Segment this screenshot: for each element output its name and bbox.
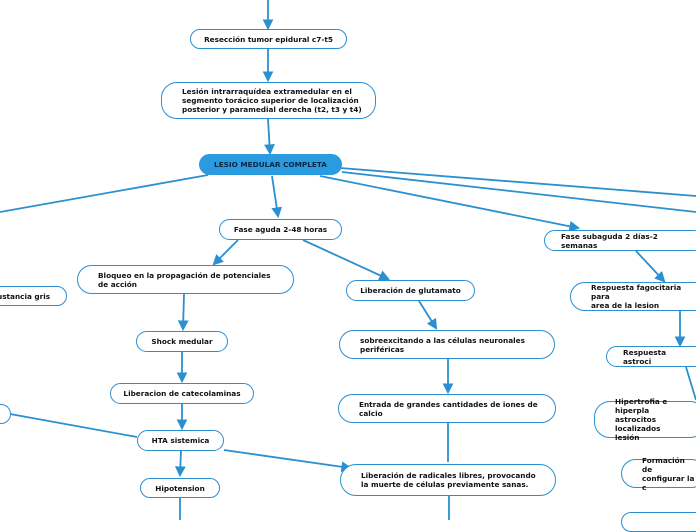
edge-astrocitaria-to-hipertrofia [685,366,696,401]
connector-lines [0,0,696,520]
edge-aguda-to-glutamato [302,239,390,281]
node-formacion[interactable]: Formación de configurar la c [621,456,696,492]
node-liberacion-catecolaminas[interactable]: Liberacion de catecolaminas [110,383,254,404]
edge-hta-to-hipotension [174,450,186,478]
edge-glutamato-to-sobreexcitando [418,300,438,330]
edge-root-to-right-2 [341,171,696,213]
edge-root-to-left [0,174,209,213]
node-sobreexcitando[interactable]: sobreexcitando a las células neuronales … [339,330,555,359]
node-bottom-right-partial[interactable] [621,512,696,532]
node-respuesta-fagocitaria[interactable]: Respuesta fagocitaria para area de la le… [570,282,696,311]
node-fase-aguda[interactable]: Fase aguda 2-48 horas [219,219,342,240]
node-hipertrofia[interactable]: Hipertrofia e hiperpla astrocitos locali… [594,397,696,442]
node-fase-subaguda[interactable]: Fase subaguda 2 días-2 semanas [544,230,696,251]
node-shock-medular[interactable]: Shock medular [136,331,228,352]
node-hipotension[interactable]: Hipotension [140,478,220,498]
node-hta-sistemica[interactable]: HTA sistemica [137,430,224,451]
node-bloqueo-propagacion[interactable]: Bloqueo en la propagación de potenciales… [77,265,294,294]
node-lesion-intrarraquidea[interactable]: Lesión intrarraquídea extramedular en el… [161,82,376,119]
node-respuesta-astrocitaria[interactable]: Respuesta astroci [606,346,696,367]
edge-bloqueo-to-shock [177,293,189,332]
edge-aguda-to-bloqueo [212,239,239,266]
edge-subaguda-to-fagocitaria [635,250,666,283]
edge-root-to-fase-aguda [271,175,283,219]
node-radicales-libres[interactable]: Liberación de radicales libres, provocan… [340,464,556,496]
edge-left-to-hta [9,413,138,438]
edge-lesion-to-root [264,118,275,156]
edge-hta-to-radicales [223,449,353,473]
edge-root-to-fase-subaguda [319,175,581,232]
node-reseccion-tumor[interactable]: Resección tumor epidural c7-t5 [190,29,347,49]
node-sustancia-gris[interactable]: ustancia gris [0,286,67,306]
node-root-lesio-medular[interactable]: LESIO MEDULAR COMPLETA [199,154,342,175]
node-liberacion-glutamato[interactable]: Liberación de glutamato [346,280,475,301]
edge-root-to-right-1 [339,167,696,197]
node-entrada-calcio[interactable]: Entrada de grandes cantidades de iones d… [338,394,556,423]
